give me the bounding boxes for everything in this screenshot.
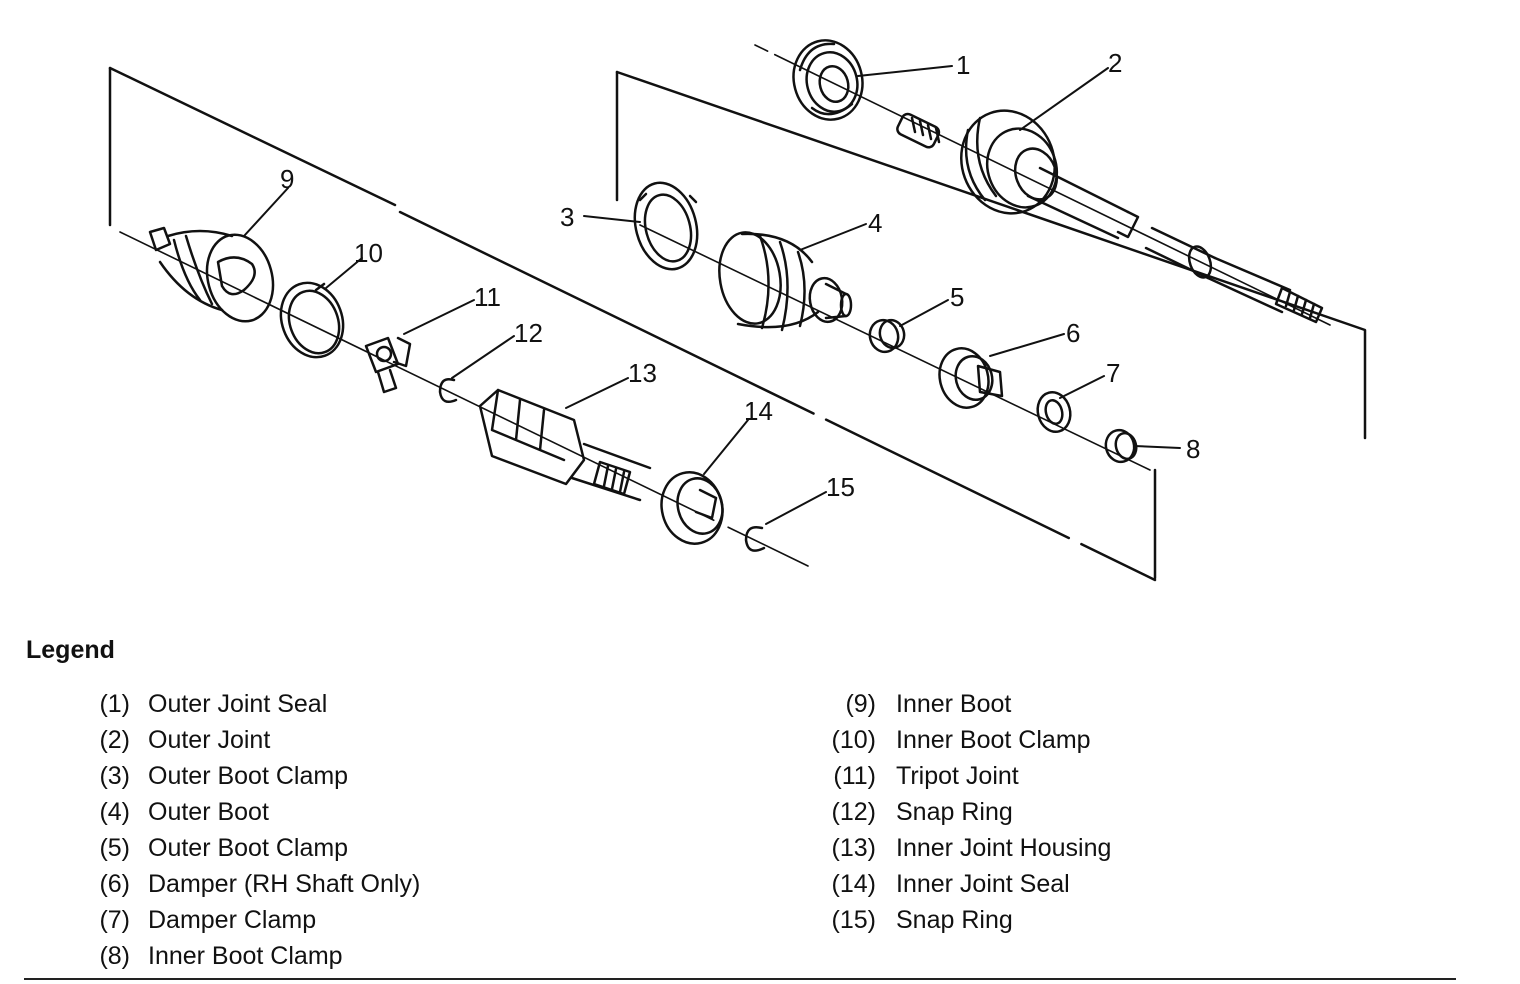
legend-label: Outer Boot Clamp <box>148 762 349 790</box>
inner-boot-clamp-8 <box>1104 428 1138 464</box>
legend-number: (14) <box>831 870 876 898</box>
legend-label: Inner Joint Seal <box>896 870 1070 898</box>
legend-number: (9) <box>845 690 876 718</box>
exploded-driveshaft-diagram: 1 2 3 4 5 6 7 8 9 10 11 12 13 14 15 <box>108 39 1367 582</box>
outer-boot-clamp-5 <box>868 318 906 354</box>
callout-3: 3 <box>560 202 574 232</box>
legend-number: (11) <box>833 762 876 790</box>
legend-label: Outer Boot <box>148 798 269 826</box>
outer-boot-clamp-3 <box>633 181 699 271</box>
damper-clamp <box>1036 390 1072 434</box>
right-frame-outline <box>615 70 1367 440</box>
axis-lower <box>119 231 809 567</box>
callout-4: 4 <box>868 208 882 238</box>
legend-label: Outer Joint <box>148 726 271 754</box>
callout-14: 14 <box>744 396 773 426</box>
axis-upper <box>754 44 1331 326</box>
legend-label: Damper (RH Shaft Only) <box>148 870 421 898</box>
inner-joint-seal <box>660 471 724 545</box>
outer-joint <box>896 109 1324 324</box>
leader-lines <box>243 65 1181 525</box>
inner-joint-housing <box>478 388 652 502</box>
legend-label: Inner Boot <box>896 690 1012 718</box>
legend-label: Inner Boot Clamp <box>148 942 343 970</box>
inner-boot-clamp-10 <box>279 281 345 359</box>
legend-number: (10) <box>831 726 876 754</box>
legend-number: (8) <box>99 942 130 970</box>
inner-boot <box>148 226 275 323</box>
legend-label: Outer Joint Seal <box>148 690 328 718</box>
legend-label: Tripot Joint <box>896 762 1019 790</box>
legend-label: Inner Boot Clamp <box>896 726 1091 754</box>
snap-ring-15 <box>744 526 766 552</box>
legend-number: (4) <box>99 798 130 826</box>
callout-2: 2 <box>1108 48 1122 78</box>
legend-label: Snap Ring <box>896 906 1013 934</box>
center-frame-line <box>398 210 1157 582</box>
legend-label: Inner Joint Housing <box>896 834 1112 862</box>
legend-number: (13) <box>831 834 876 862</box>
outer-joint-seal <box>792 39 864 121</box>
callout-13: 13 <box>628 358 657 388</box>
callout-9: 9 <box>280 164 294 194</box>
legend-number: (12) <box>831 798 876 826</box>
left-frame-edge <box>108 66 397 207</box>
callout-labels: 1 2 3 4 5 6 7 8 9 10 11 12 13 14 15 <box>280 48 1200 502</box>
bottom-divider <box>24 978 1456 980</box>
callout-7: 7 <box>1106 358 1120 388</box>
callout-12: 12 <box>514 318 543 348</box>
callout-15: 15 <box>826 472 855 502</box>
legend-title: Legend <box>26 636 115 664</box>
callout-6: 6 <box>1066 318 1080 348</box>
callout-11: 11 <box>474 282 501 312</box>
legend-number: (2) <box>99 726 130 754</box>
callout-8: 8 <box>1186 434 1200 464</box>
legend-number: (3) <box>99 762 130 790</box>
legend-label: Outer Boot Clamp <box>148 834 349 862</box>
legend-number: (6) <box>99 870 130 898</box>
damper <box>938 347 1004 409</box>
legend-number: (7) <box>99 906 130 934</box>
snap-ring-12 <box>438 378 458 403</box>
legend-number: (5) <box>99 834 130 862</box>
legend-number: (1) <box>99 690 130 718</box>
callout-5: 5 <box>950 282 964 312</box>
legend-number: (15) <box>831 906 876 934</box>
legend-label: Damper Clamp <box>148 906 317 934</box>
legend-label: Snap Ring <box>896 798 1013 826</box>
tripot-joint <box>364 336 412 394</box>
callout-1: 1 <box>956 50 970 80</box>
outer-boot <box>718 231 853 332</box>
callout-10: 10 <box>354 238 383 268</box>
